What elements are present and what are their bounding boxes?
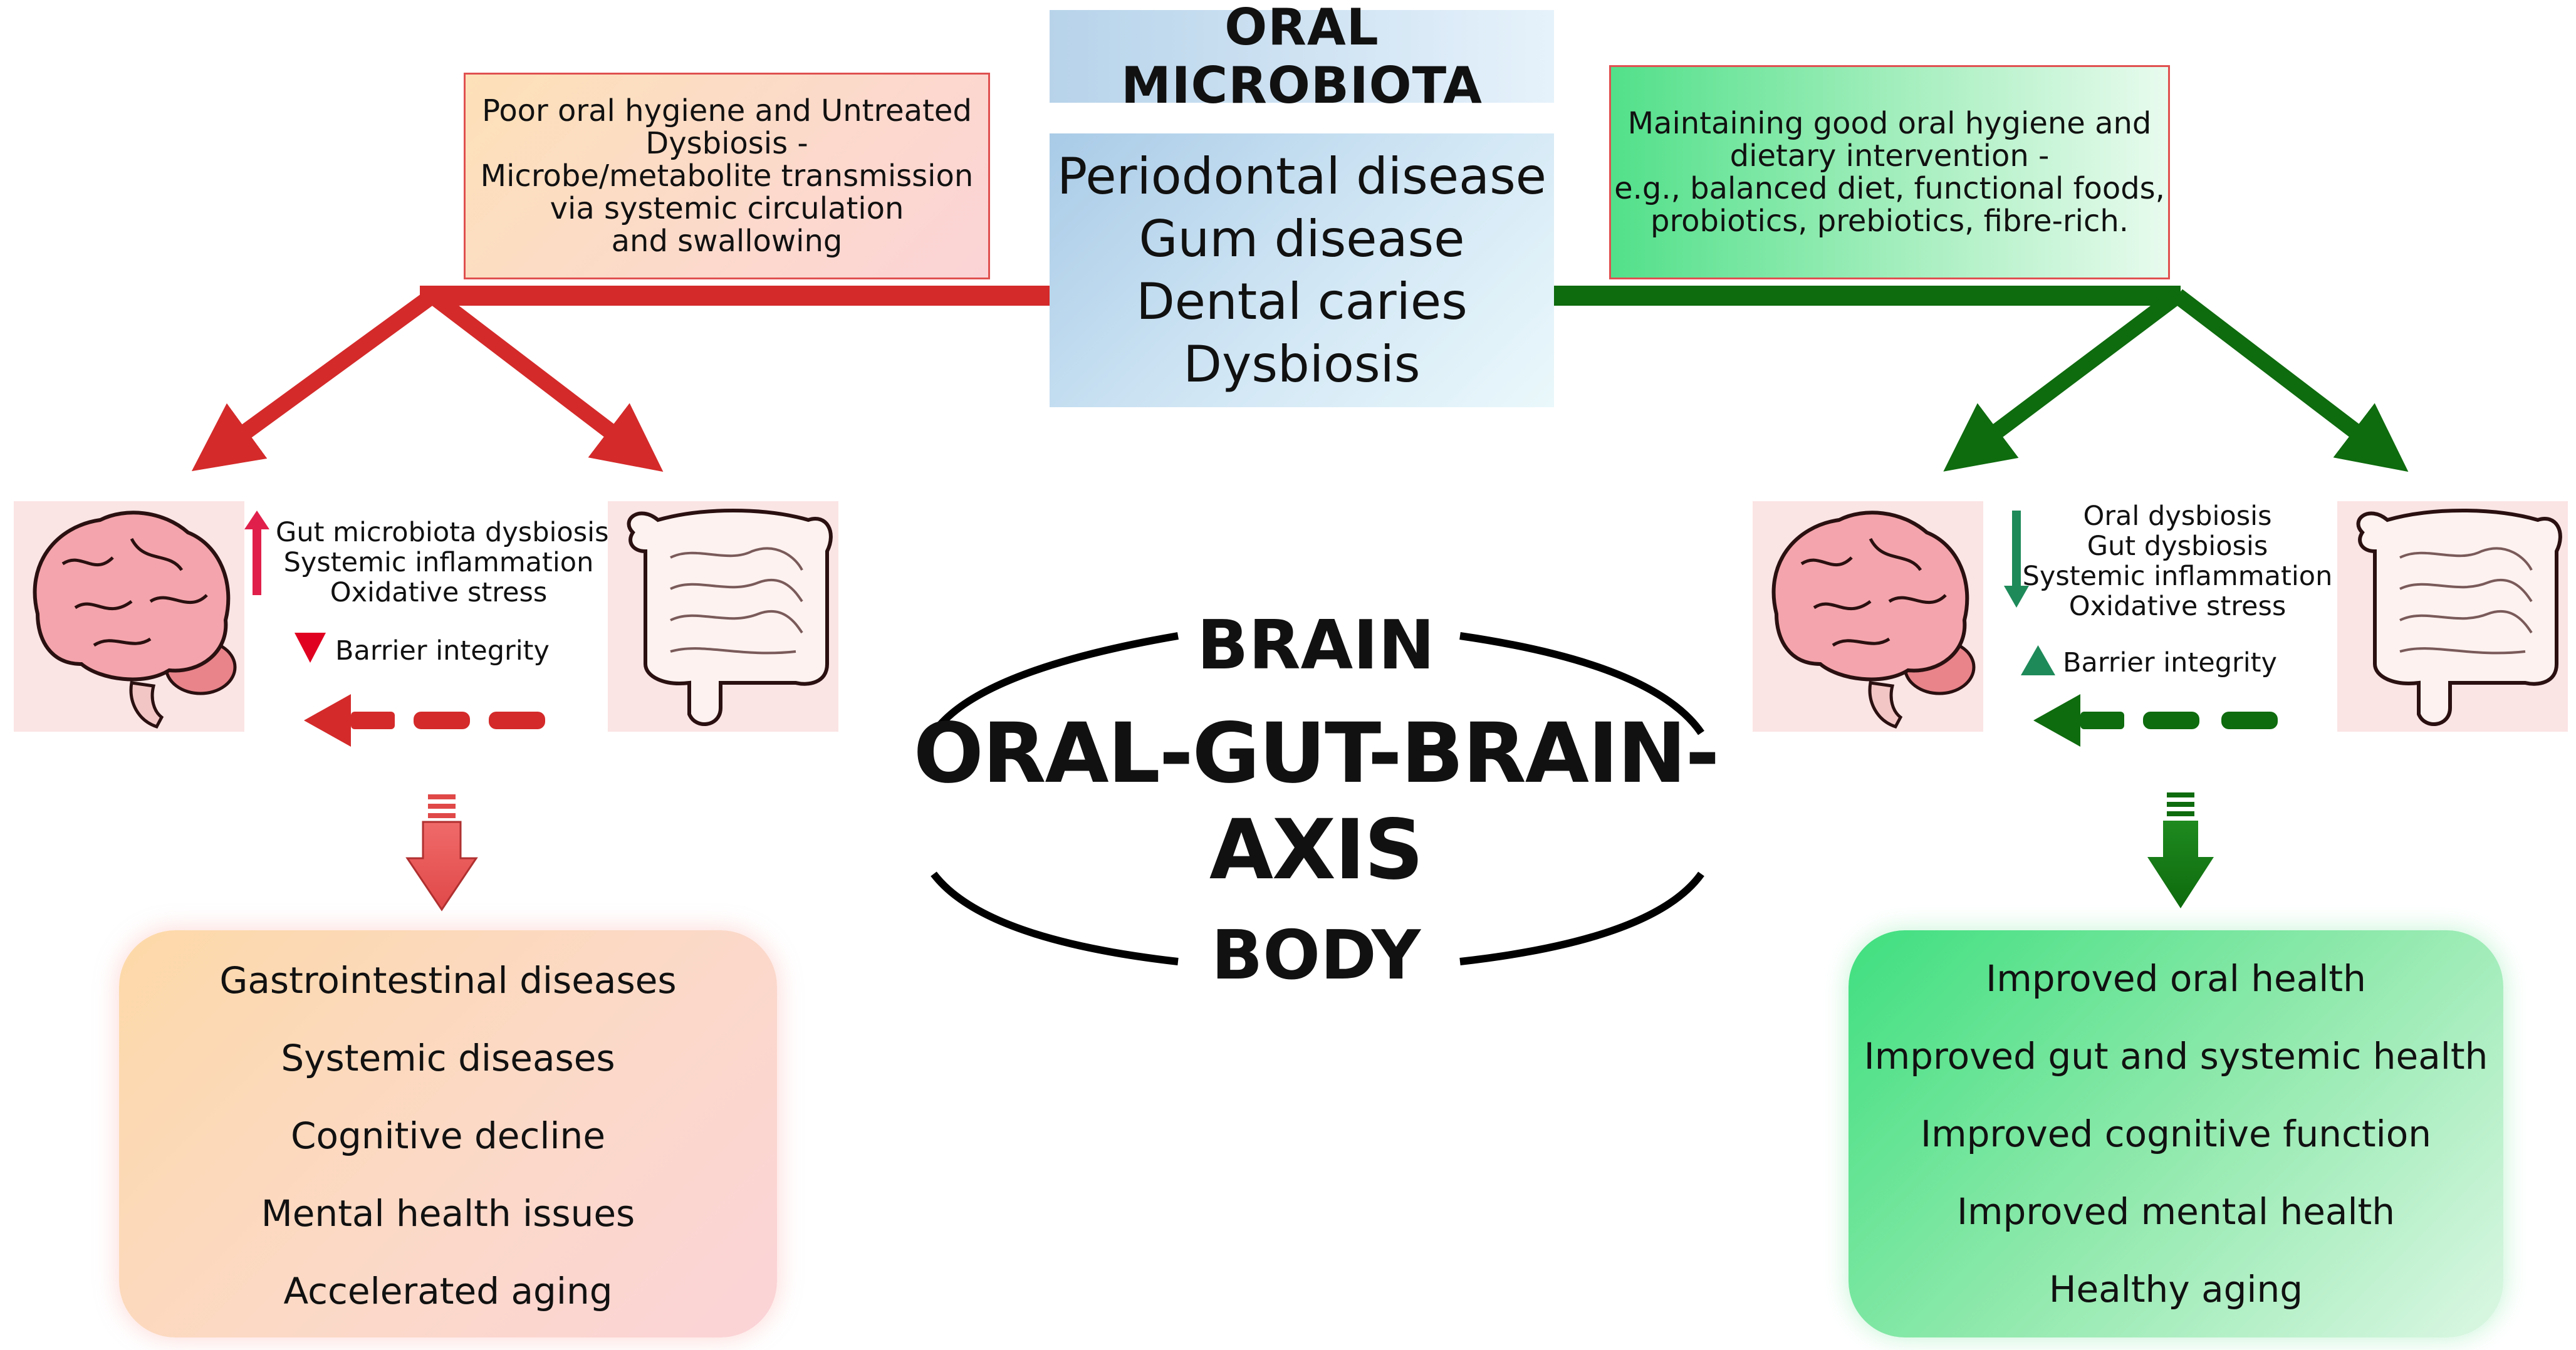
brain-icon [14,501,244,732]
effect-item: Gut microbiota dysbiosis [276,517,609,548]
intestine-icon [608,501,838,732]
condition-item: Dysbiosis [1183,335,1421,393]
outcome-item: Healthy aging [2048,1268,2303,1311]
cause-line: Maintaining good oral hygiene and [1627,106,2152,141]
effect-item: Systemic inflammation [2022,561,2333,592]
outcome-item: Improved cognitive function [1920,1113,2432,1155]
outcome-item: Gastrointestinal diseases [219,959,677,1002]
effect-item: Oxidative stress [2068,591,2287,622]
block-arrow-icon [2147,792,2214,908]
cause-line: Poor oral hygiene and Untreated [482,93,972,128]
dashed-arrow-icon [304,694,545,747]
effect-item: Oxidative stress [330,577,548,608]
outcome-item: Improved gut and systemic health [1864,1035,2488,1077]
negative-outcomes-box: Gastrointestinal diseases Systemic disea… [119,930,777,1337]
outcome-item: Cognitive decline [290,1114,606,1157]
positive-outcomes-box: Improved oral health Improved gut and sy… [1849,930,2503,1337]
condition-item: Dental caries [1136,272,1468,331]
cause-line: Microbe/metabolite transmission [480,158,974,194]
positive-branch-arrows [1553,286,2409,472]
cause-line: via systemic circulation [550,191,904,226]
outcome-item: Accelerated aging [283,1270,613,1312]
down-arrow-icon [2004,511,2029,608]
negative-effects-up: Gut microbiota dysbiosis Systemic inflam… [276,517,609,608]
cause-line: probiotics, prebiotics, fibre-rich. [1650,204,2129,239]
up-arrow-icon [244,511,269,595]
brain-label: BRAIN [1197,606,1435,685]
positive-effect-up: Barrier integrity [2063,648,2301,678]
effect-item: Gut dysbiosis [2087,531,2268,562]
positive-effects-down: Oral dysbiosis Gut dysbiosis Systemic in… [2021,501,2334,621]
axis-ellipse [931,632,1704,965]
axis-top-label: BRAIN [1165,598,1466,692]
outcome-item: Mental health issues [261,1192,635,1235]
page-title: ORAL MICROBIOTA [1121,0,1483,115]
condition-item: Gum disease [1139,209,1465,268]
outcome-item: Improved oral health [1986,957,2366,1000]
positive-cause-box: Maintaining good oral hygiene and dietar… [1609,65,2170,279]
body-label: BODY [1211,916,1421,995]
cause-line: Dysbiosis - [645,126,808,161]
down-arrow-icon [295,633,326,663]
negative-branch-arrows [191,286,1053,472]
effect-item: Oral dysbiosis [2083,501,2272,532]
intestine-icon [2337,501,2568,732]
axis-title: ORAL-GUT-BRAIN-AXIS [815,705,1817,898]
effect-item: Barrier integrity [335,635,550,667]
outcome-item: Improved mental health [1956,1190,2396,1233]
condition-item: Periodontal disease [1057,147,1546,205]
cause-line: dietary intervention - [1729,138,2050,174]
negative-effect-down: Barrier integrity [335,636,573,666]
cause-line: and swallowing [611,224,843,259]
title-box: ORAL MICROBIOTA [1050,0,1554,115]
effect-item: Barrier integrity [2063,647,2277,678]
block-arrow-icon [405,794,478,911]
effect-item: Systemic inflammation [283,547,594,578]
up-arrow-icon [2021,645,2055,675]
negative-cause-box: Poor oral hygiene and Untreated Dysbiosi… [464,73,990,279]
outcome-item: Systemic diseases [281,1037,615,1079]
cause-line: e.g., balanced diet, functional foods, [1614,171,2165,206]
axis-bottom-label: BODY [1165,908,1466,1002]
conditions-box: Periodontal disease Gum disease Dental c… [1050,133,1554,407]
dashed-arrow-icon [2033,694,2278,747]
axis-title-text: ORAL-GUT-BRAIN-AXIS [913,705,1720,898]
brain-icon [1753,501,1983,732]
